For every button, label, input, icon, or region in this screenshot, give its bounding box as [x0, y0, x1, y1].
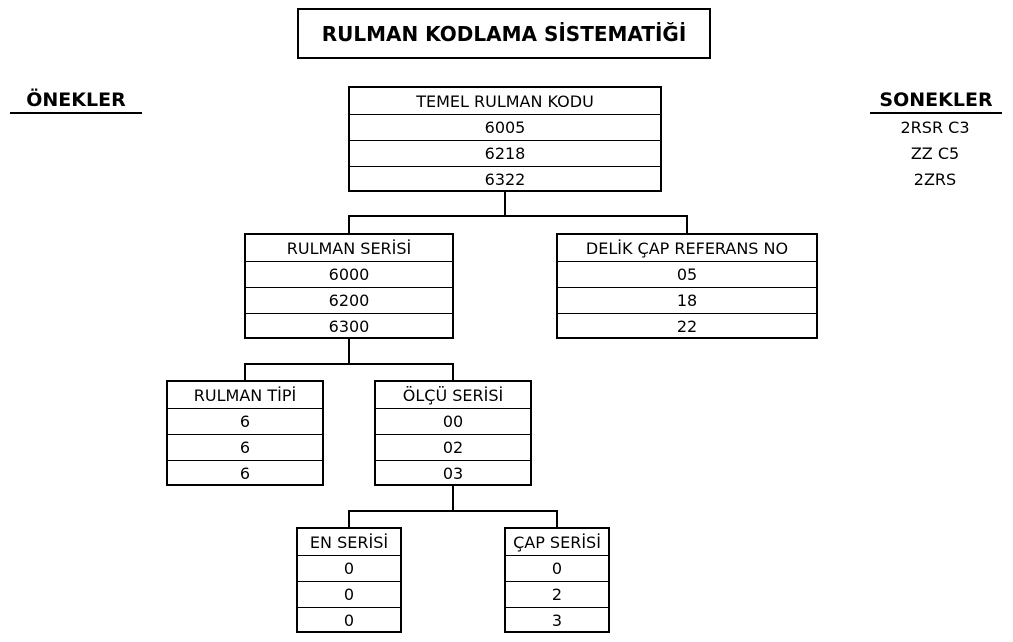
- base-code-box: TEMEL RULMAN KODU 6005 6218 6322: [348, 86, 662, 192]
- connector-line: [348, 338, 350, 364]
- connector-line: [348, 510, 558, 512]
- box-header: RULMAN TİPİ: [193, 385, 297, 405]
- box-row: 00: [376, 408, 530, 434]
- connector-line: [452, 485, 454, 511]
- connector-line: [504, 190, 506, 216]
- box-row: 2: [506, 581, 608, 607]
- diagram-title: RULMAN KODLAMA SİSTEMATİĞİ: [297, 8, 711, 59]
- box-row: 6300: [246, 313, 452, 339]
- box-header: TEMEL RULMAN KODU: [416, 91, 594, 111]
- suffix-item: 2RSR C3: [900, 118, 970, 137]
- box-row: 18: [558, 287, 816, 313]
- connector-line: [244, 363, 454, 365]
- box-row: 6218: [350, 140, 660, 166]
- suffix-item: 2ZRS: [913, 170, 957, 189]
- diameter-series-box: ÇAP SERİSİ 0 2 3: [504, 527, 610, 633]
- box-row: 6: [168, 434, 322, 460]
- box-row: 05: [558, 261, 816, 287]
- box-row: 6322: [350, 166, 660, 192]
- connector-line: [348, 215, 688, 217]
- suffixes-heading: SONEKLER: [879, 89, 993, 111]
- box-row: 6: [168, 460, 322, 486]
- prefixes-heading: ÖNEKLER: [26, 89, 126, 111]
- box-row: 22: [558, 313, 816, 339]
- connector-line: [348, 215, 350, 235]
- connector-line: [452, 363, 454, 382]
- bearing-series-box: RULMAN SERİSİ 6000 6200 6300: [244, 233, 454, 339]
- bore-reference-box: DELİK ÇAP REFERANS NO 05 18 22: [556, 233, 818, 339]
- connector-line: [244, 363, 246, 382]
- box-row: 03: [376, 460, 530, 486]
- box-row: 6: [168, 408, 322, 434]
- connector-line: [556, 510, 558, 529]
- width-series-box: EN SERİSİ 0 0 0: [296, 527, 402, 633]
- box-header: EN SERİSİ: [309, 532, 389, 552]
- box-row: 6000: [246, 261, 452, 287]
- suffix-item: ZZ C5: [910, 144, 960, 163]
- box-row: 0: [298, 581, 400, 607]
- prefixes-underline: [10, 112, 142, 114]
- box-header: DELİK ÇAP REFERANS NO: [585, 238, 789, 258]
- box-row: 0: [298, 607, 400, 633]
- box-header: RULMAN SERİSİ: [286, 238, 412, 258]
- box-row: 6005: [350, 114, 660, 140]
- connector-line: [686, 215, 688, 235]
- box-row: 3: [506, 607, 608, 633]
- box-row: 0: [298, 555, 400, 581]
- connector-line: [348, 510, 350, 529]
- box-row: 02: [376, 434, 530, 460]
- dimension-series-box: ÖLÇÜ SERİSİ 00 02 03: [374, 380, 532, 486]
- suffixes-underline: [870, 112, 1002, 114]
- box-header: ÇAP SERİSİ: [513, 532, 601, 552]
- box-row: 6200: [246, 287, 452, 313]
- box-header: ÖLÇÜ SERİSİ: [402, 385, 504, 405]
- bearing-type-box: RULMAN TİPİ 6 6 6: [166, 380, 324, 486]
- box-row: 0: [506, 555, 608, 581]
